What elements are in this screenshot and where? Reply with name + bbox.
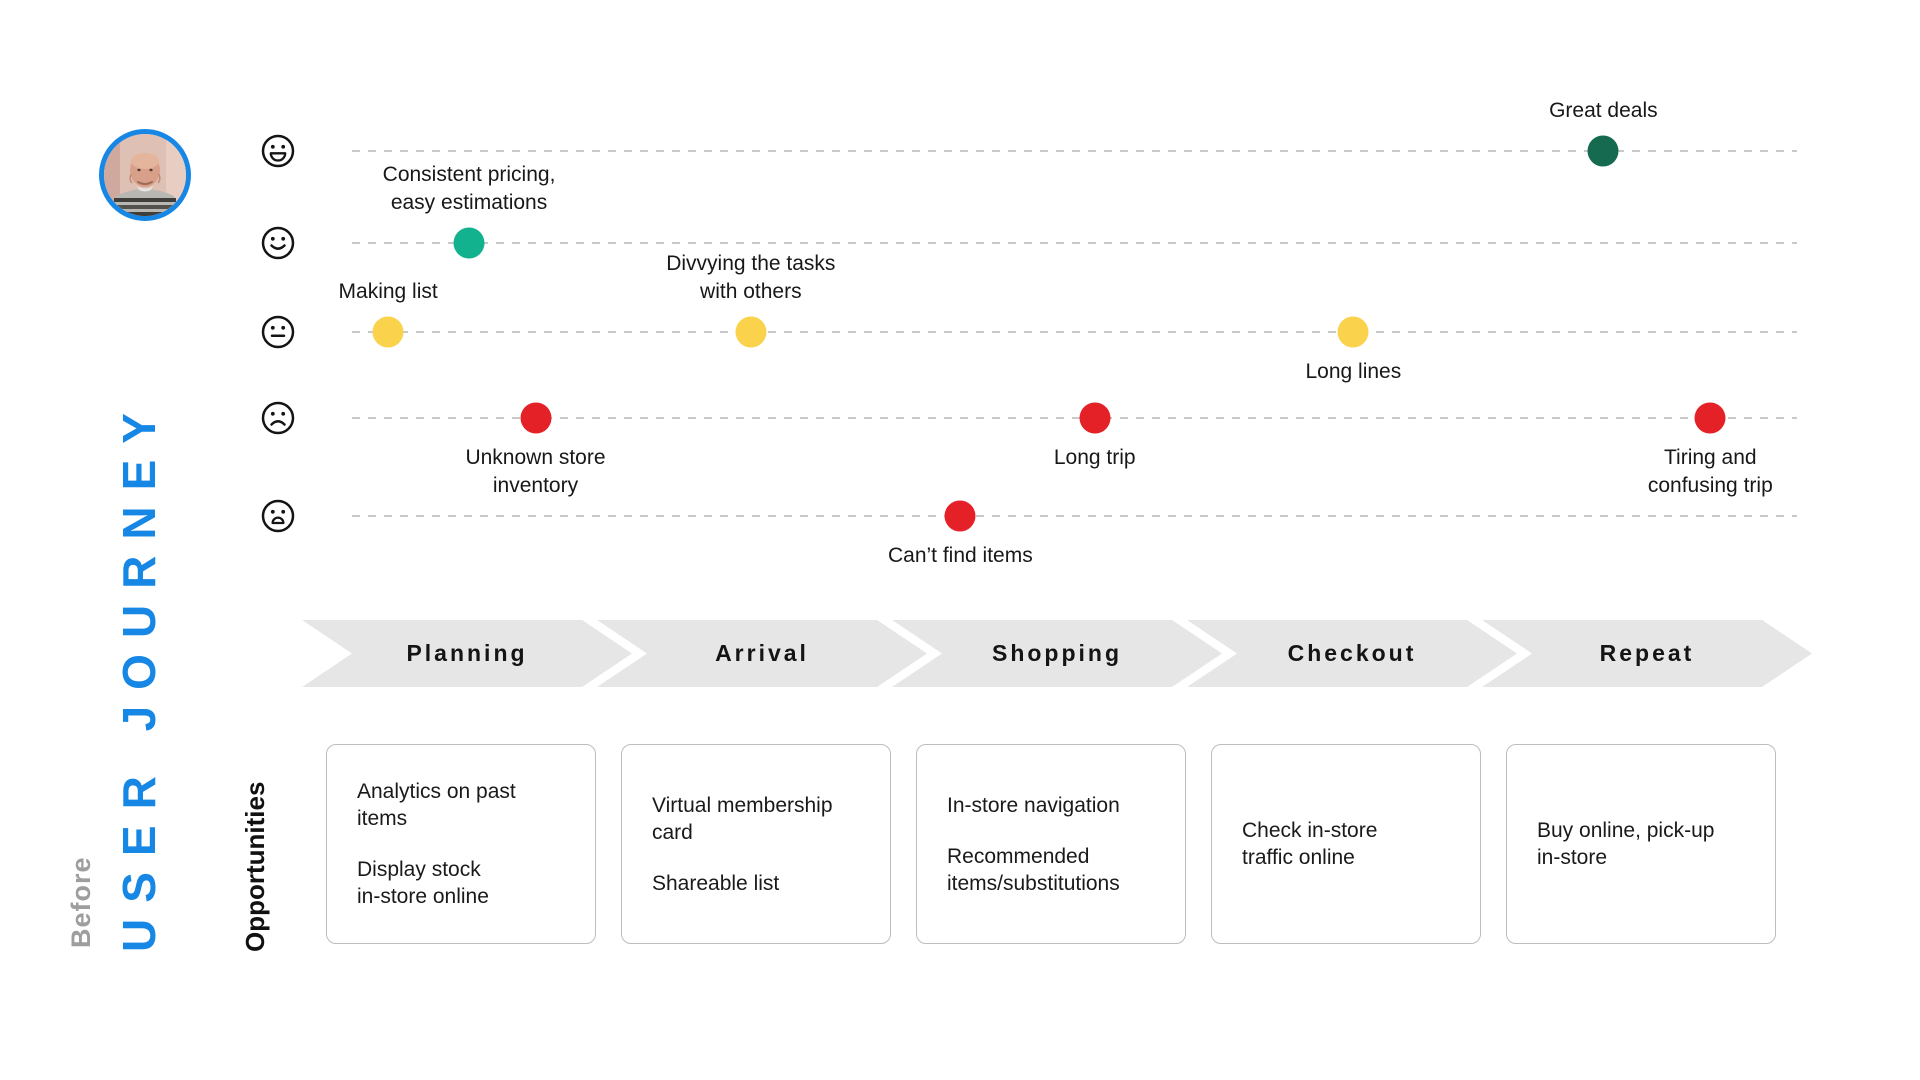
emotion-level-line-5 bbox=[352, 515, 1797, 517]
journey-point-dot bbox=[372, 316, 404, 348]
persona-avatar bbox=[99, 129, 191, 221]
page-title: USER JOURNEY bbox=[113, 397, 165, 952]
very-sad-face-icon bbox=[260, 498, 296, 534]
emotion-level-line-4 bbox=[352, 417, 1797, 419]
journey-point-dot bbox=[1587, 135, 1619, 167]
emotion-level-line-3 bbox=[352, 331, 1797, 333]
neutral-face-icon bbox=[260, 314, 296, 350]
journey-point-label: Consistent pricing,easy estimations bbox=[382, 163, 556, 214]
stage-label: Checkout bbox=[1287, 640, 1417, 666]
journey-point-dot bbox=[944, 500, 976, 532]
opportunity-item: Shareable list bbox=[652, 871, 780, 895]
emotion-level-line-2 bbox=[352, 242, 1797, 244]
stage-label: Planning bbox=[406, 640, 528, 666]
journey-point-label: Great deals bbox=[1549, 99, 1658, 122]
stage-arrow-shopping: Shopping bbox=[892, 620, 1222, 687]
opportunities-row-label: Opportunities bbox=[240, 781, 270, 952]
journey-point-label: Long lines bbox=[1305, 360, 1402, 383]
stage-label: Arrival bbox=[715, 640, 809, 666]
journey-point-label: Making list bbox=[338, 280, 438, 303]
journey-point-dot bbox=[520, 402, 551, 434]
journey-point-label: Long trip bbox=[1053, 446, 1136, 469]
happy-face-icon bbox=[260, 225, 296, 261]
stage-arrow-arrival: Arrival bbox=[597, 620, 927, 687]
journey-point-dot bbox=[1694, 402, 1726, 434]
opportunity-item: In-store navigation bbox=[947, 793, 1120, 817]
emotion-level-line-1 bbox=[352, 150, 1797, 152]
journey-point-dot bbox=[1079, 402, 1111, 434]
stage-label: Repeat bbox=[1599, 640, 1695, 666]
journey-point-label: Can’t find items bbox=[887, 544, 1033, 567]
phase-label: Before bbox=[66, 856, 96, 948]
elderly-man-photo-icon bbox=[104, 134, 186, 216]
journey-point-dot bbox=[1337, 316, 1369, 348]
journey-point-dot bbox=[735, 316, 767, 348]
stage-label: Shopping bbox=[991, 640, 1123, 666]
sad-face-icon bbox=[260, 400, 296, 436]
stage-arrow-repeat: Repeat bbox=[1482, 620, 1812, 687]
stage-arrow-planning: Planning bbox=[302, 620, 632, 687]
stage-arrow-checkout: Checkout bbox=[1187, 620, 1517, 687]
journey-point-dot bbox=[453, 227, 485, 259]
very-happy-face-icon bbox=[260, 133, 296, 169]
